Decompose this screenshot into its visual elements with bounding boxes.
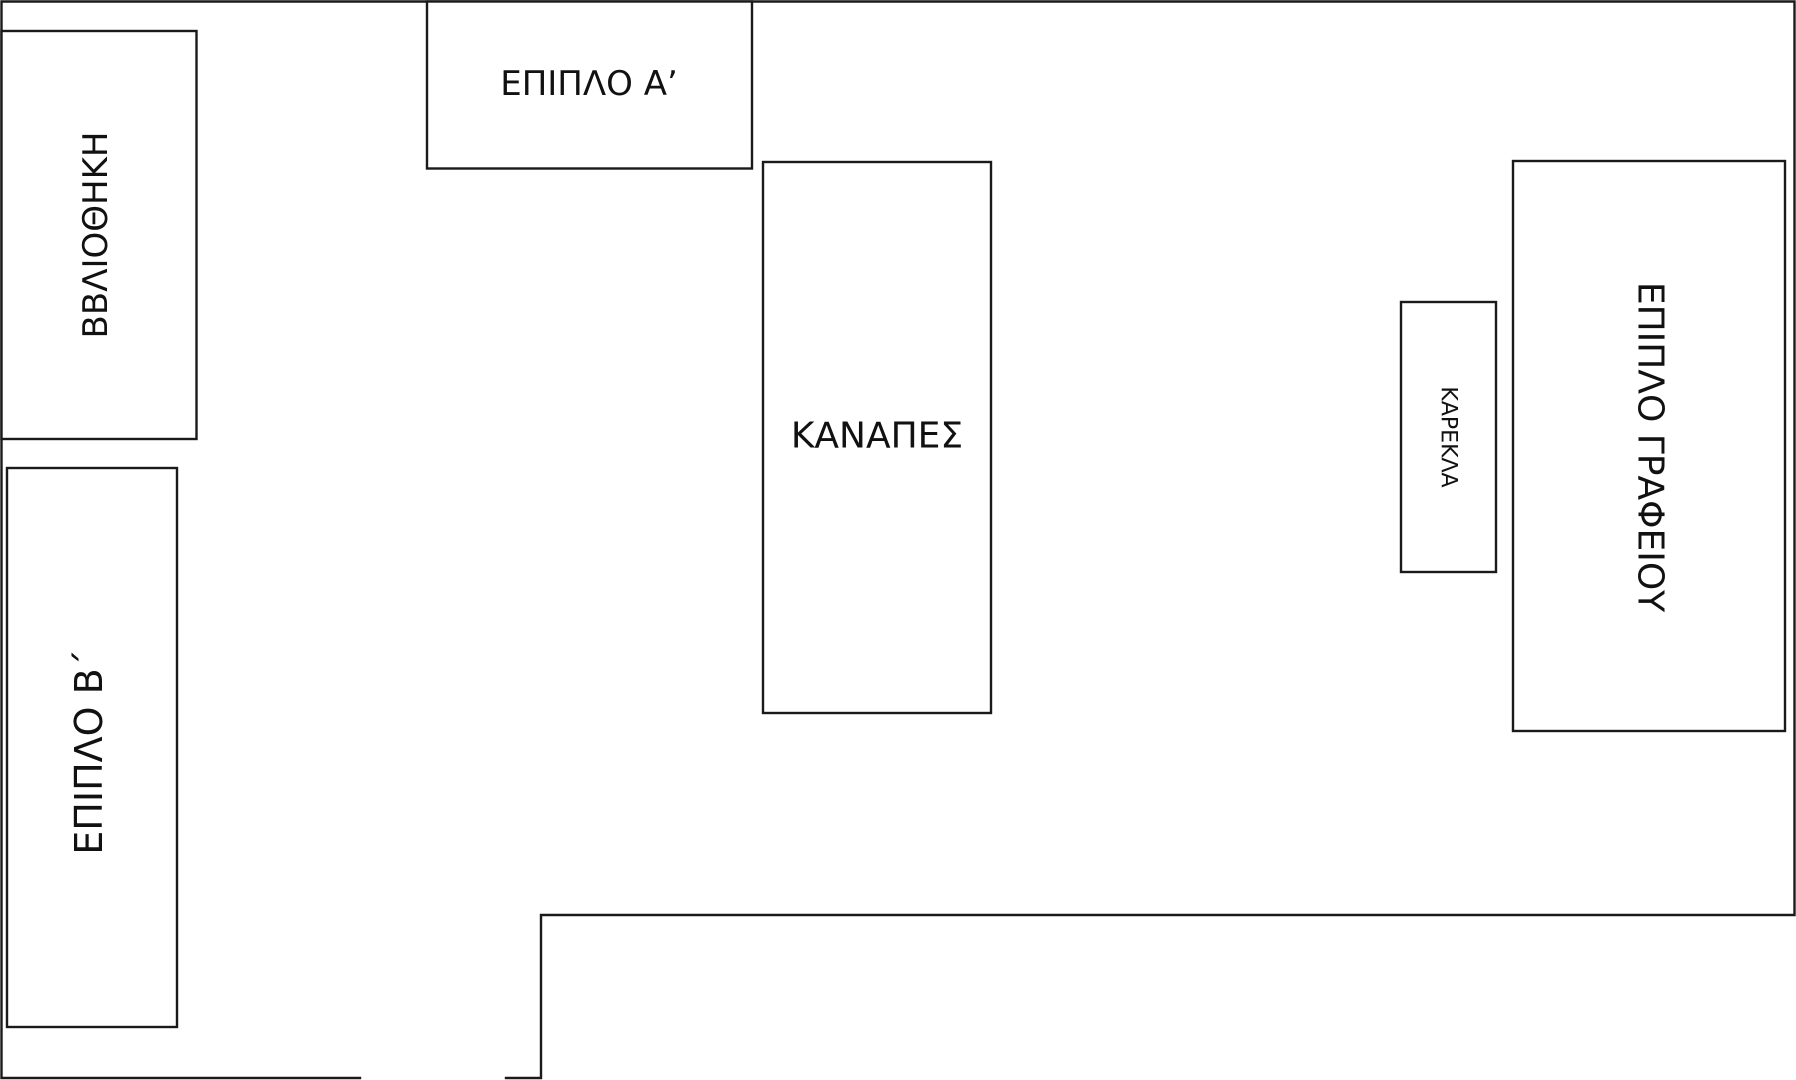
office-furniture-shape: [1511, 159, 1787, 733]
furniture-b-label: ΕΠΙΠΛΟ Β΄: [67, 649, 111, 854]
bookcase-label: ΒΒΛΙΟΘΗΚΗ: [76, 132, 116, 339]
furniture-a-shape: [425, 0, 754, 170]
chair: ΚΑΡΕΚΛΑ: [1399, 300, 1498, 574]
bookcase: ΒΒΛΙΟΘΗΚΗ: [0, 29, 198, 441]
furniture-a-label: ΕΠΙΠΛΟ Α’: [500, 64, 678, 104]
office-furniture-label: ΕΠΙΠΛΟ ΓΡΑΦΕΙΟΥ: [1630, 282, 1671, 613]
bookcase-shape: [0, 29, 198, 441]
chair-label: ΚΑΡΕΚΛΑ: [1436, 386, 1461, 487]
office-furniture: ΕΠΙΠΛΟ ΓΡΑΦΕΙΟΥ: [1511, 159, 1787, 733]
furniture-a: ΕΠΙΠΛΟ Α’: [425, 0, 754, 170]
furniture-b-shape: [5, 466, 179, 1029]
sofa-shape: [761, 160, 993, 715]
furniture-b: ΕΠΙΠΛΟ Β΄: [5, 466, 179, 1029]
sofa-label: ΚΑΝΑΠΕΣ: [791, 416, 963, 457]
chair-shape: [1399, 300, 1498, 574]
sofa: ΚΑΝΑΠΕΣ: [761, 160, 993, 715]
